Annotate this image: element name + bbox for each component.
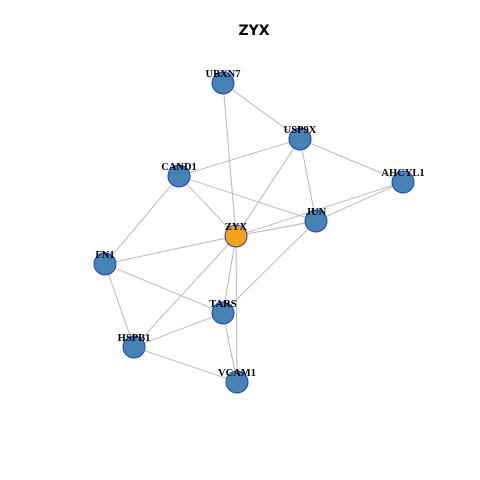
edge-ahcyl1-jun <box>315 181 404 222</box>
edge-usp9x-ahcyl1 <box>299 138 404 183</box>
edge-fn1-hspb1 <box>104 263 135 348</box>
edge-tars-vcam1 <box>222 312 238 383</box>
edge-jun-tars <box>222 220 317 314</box>
edge-zyx-fn1 <box>104 235 237 265</box>
node-usp9x <box>288 127 312 151</box>
node-label-cand1: CAND1 <box>161 162 197 173</box>
edge-cand1-fn1 <box>104 175 180 265</box>
node-jun <box>304 209 328 233</box>
node-label-ahcyl1: AHCYL1 <box>381 168 424 179</box>
node-label-jun: JUN <box>306 207 327 218</box>
node-layer <box>93 71 415 394</box>
edge-zyx-tars <box>222 235 237 314</box>
edge-layer <box>104 82 404 383</box>
edge-usp9x-cand1 <box>178 138 301 177</box>
node-hspb1 <box>122 335 146 359</box>
node-label-usp9x: USP9X <box>284 125 317 136</box>
edge-zyx-vcam1 <box>235 235 238 383</box>
edge-ubxn7-usp9x <box>222 82 301 140</box>
node-label-vcam1: VCAM1 <box>218 368 256 379</box>
node-label-tars: TARS <box>209 299 236 310</box>
edge-cand1-jun <box>178 175 317 222</box>
edge-fn1-tars <box>104 263 224 314</box>
node-fn1 <box>93 252 117 276</box>
edge-ahcyl1-zyx <box>235 181 404 237</box>
node-cand1 <box>167 164 191 188</box>
edge-hspb1-vcam1 <box>133 346 238 383</box>
node-ahcyl1 <box>391 170 415 194</box>
node-ubxn7 <box>211 71 235 95</box>
node-label-fn1: FN1 <box>95 250 114 261</box>
node-zyx <box>224 224 248 248</box>
node-label-ubxn7: UBXN7 <box>205 69 240 80</box>
edge-tars-hspb1 <box>133 312 224 348</box>
edge-zyx-hspb1 <box>133 235 237 348</box>
edge-ubxn7-zyx <box>222 82 237 237</box>
graph-title: ZYX <box>238 23 269 39</box>
edge-jun-zyx <box>235 220 317 237</box>
node-vcam1 <box>225 370 249 394</box>
node-label-hspb1: HSPB1 <box>118 333 151 344</box>
edge-usp9x-jun <box>299 138 317 222</box>
node-label-zyx: ZYX <box>225 222 248 233</box>
node-tars <box>211 301 235 325</box>
edge-cand1-zyx <box>178 175 237 237</box>
edge-usp9x-zyx <box>235 138 301 237</box>
